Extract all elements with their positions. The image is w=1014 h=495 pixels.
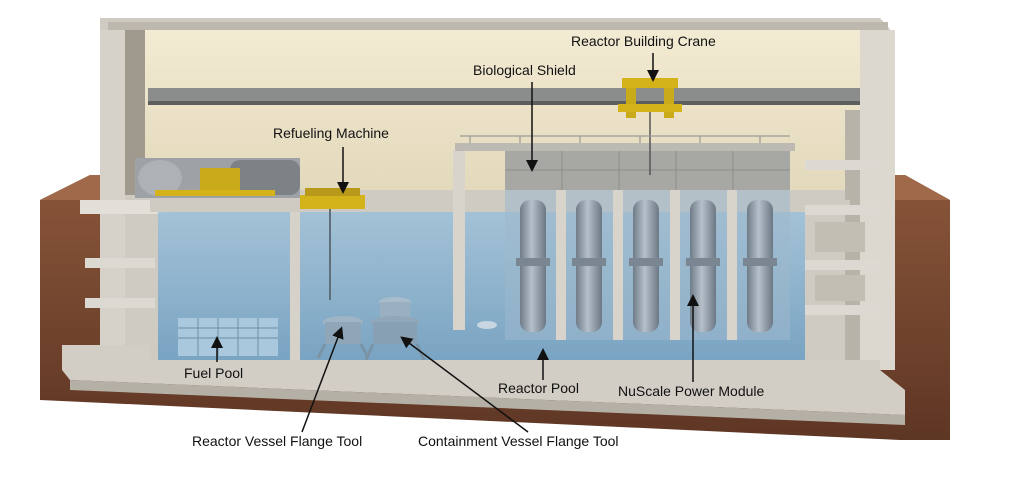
cv-flange-arrow bbox=[400, 336, 529, 433]
label-containment-vessel-flange-tool: Containment Vessel Flange Tool bbox=[418, 433, 619, 449]
power-module bbox=[743, 200, 777, 332]
refueling-machine bbox=[300, 188, 365, 300]
label-reactor-pool: Reactor Pool bbox=[498, 380, 579, 396]
label-fuel-pool: Fuel Pool bbox=[184, 365, 243, 381]
power-module bbox=[572, 200, 606, 332]
pool-fixture bbox=[477, 321, 497, 329]
biological-shield bbox=[455, 143, 795, 190]
pool-divider-wall bbox=[290, 212, 300, 362]
labels: Reactor Building Crane Biological Shield… bbox=[184, 33, 765, 449]
label-reactor-building-crane: Reactor Building Crane bbox=[571, 33, 716, 49]
label-refueling-machine: Refueling Machine bbox=[273, 125, 389, 141]
deck-railing bbox=[460, 135, 790, 143]
leader-arrows bbox=[211, 53, 699, 433]
power-module bbox=[629, 200, 663, 332]
label-reactor-vessel-flange-tool: Reactor Vessel Flange Tool bbox=[192, 433, 362, 449]
crane-rail bbox=[148, 88, 860, 105]
fuel-handling-equipment bbox=[135, 158, 300, 198]
fuel-pool bbox=[158, 212, 290, 360]
rv-flange-arrow bbox=[301, 326, 344, 433]
reactor-building-crane bbox=[618, 78, 682, 175]
power-module bbox=[516, 200, 550, 332]
label-nuscale-power-module: NuScale Power Module bbox=[618, 383, 765, 399]
power-module bbox=[686, 200, 720, 332]
label-biological-shield: Biological Shield bbox=[473, 62, 576, 78]
